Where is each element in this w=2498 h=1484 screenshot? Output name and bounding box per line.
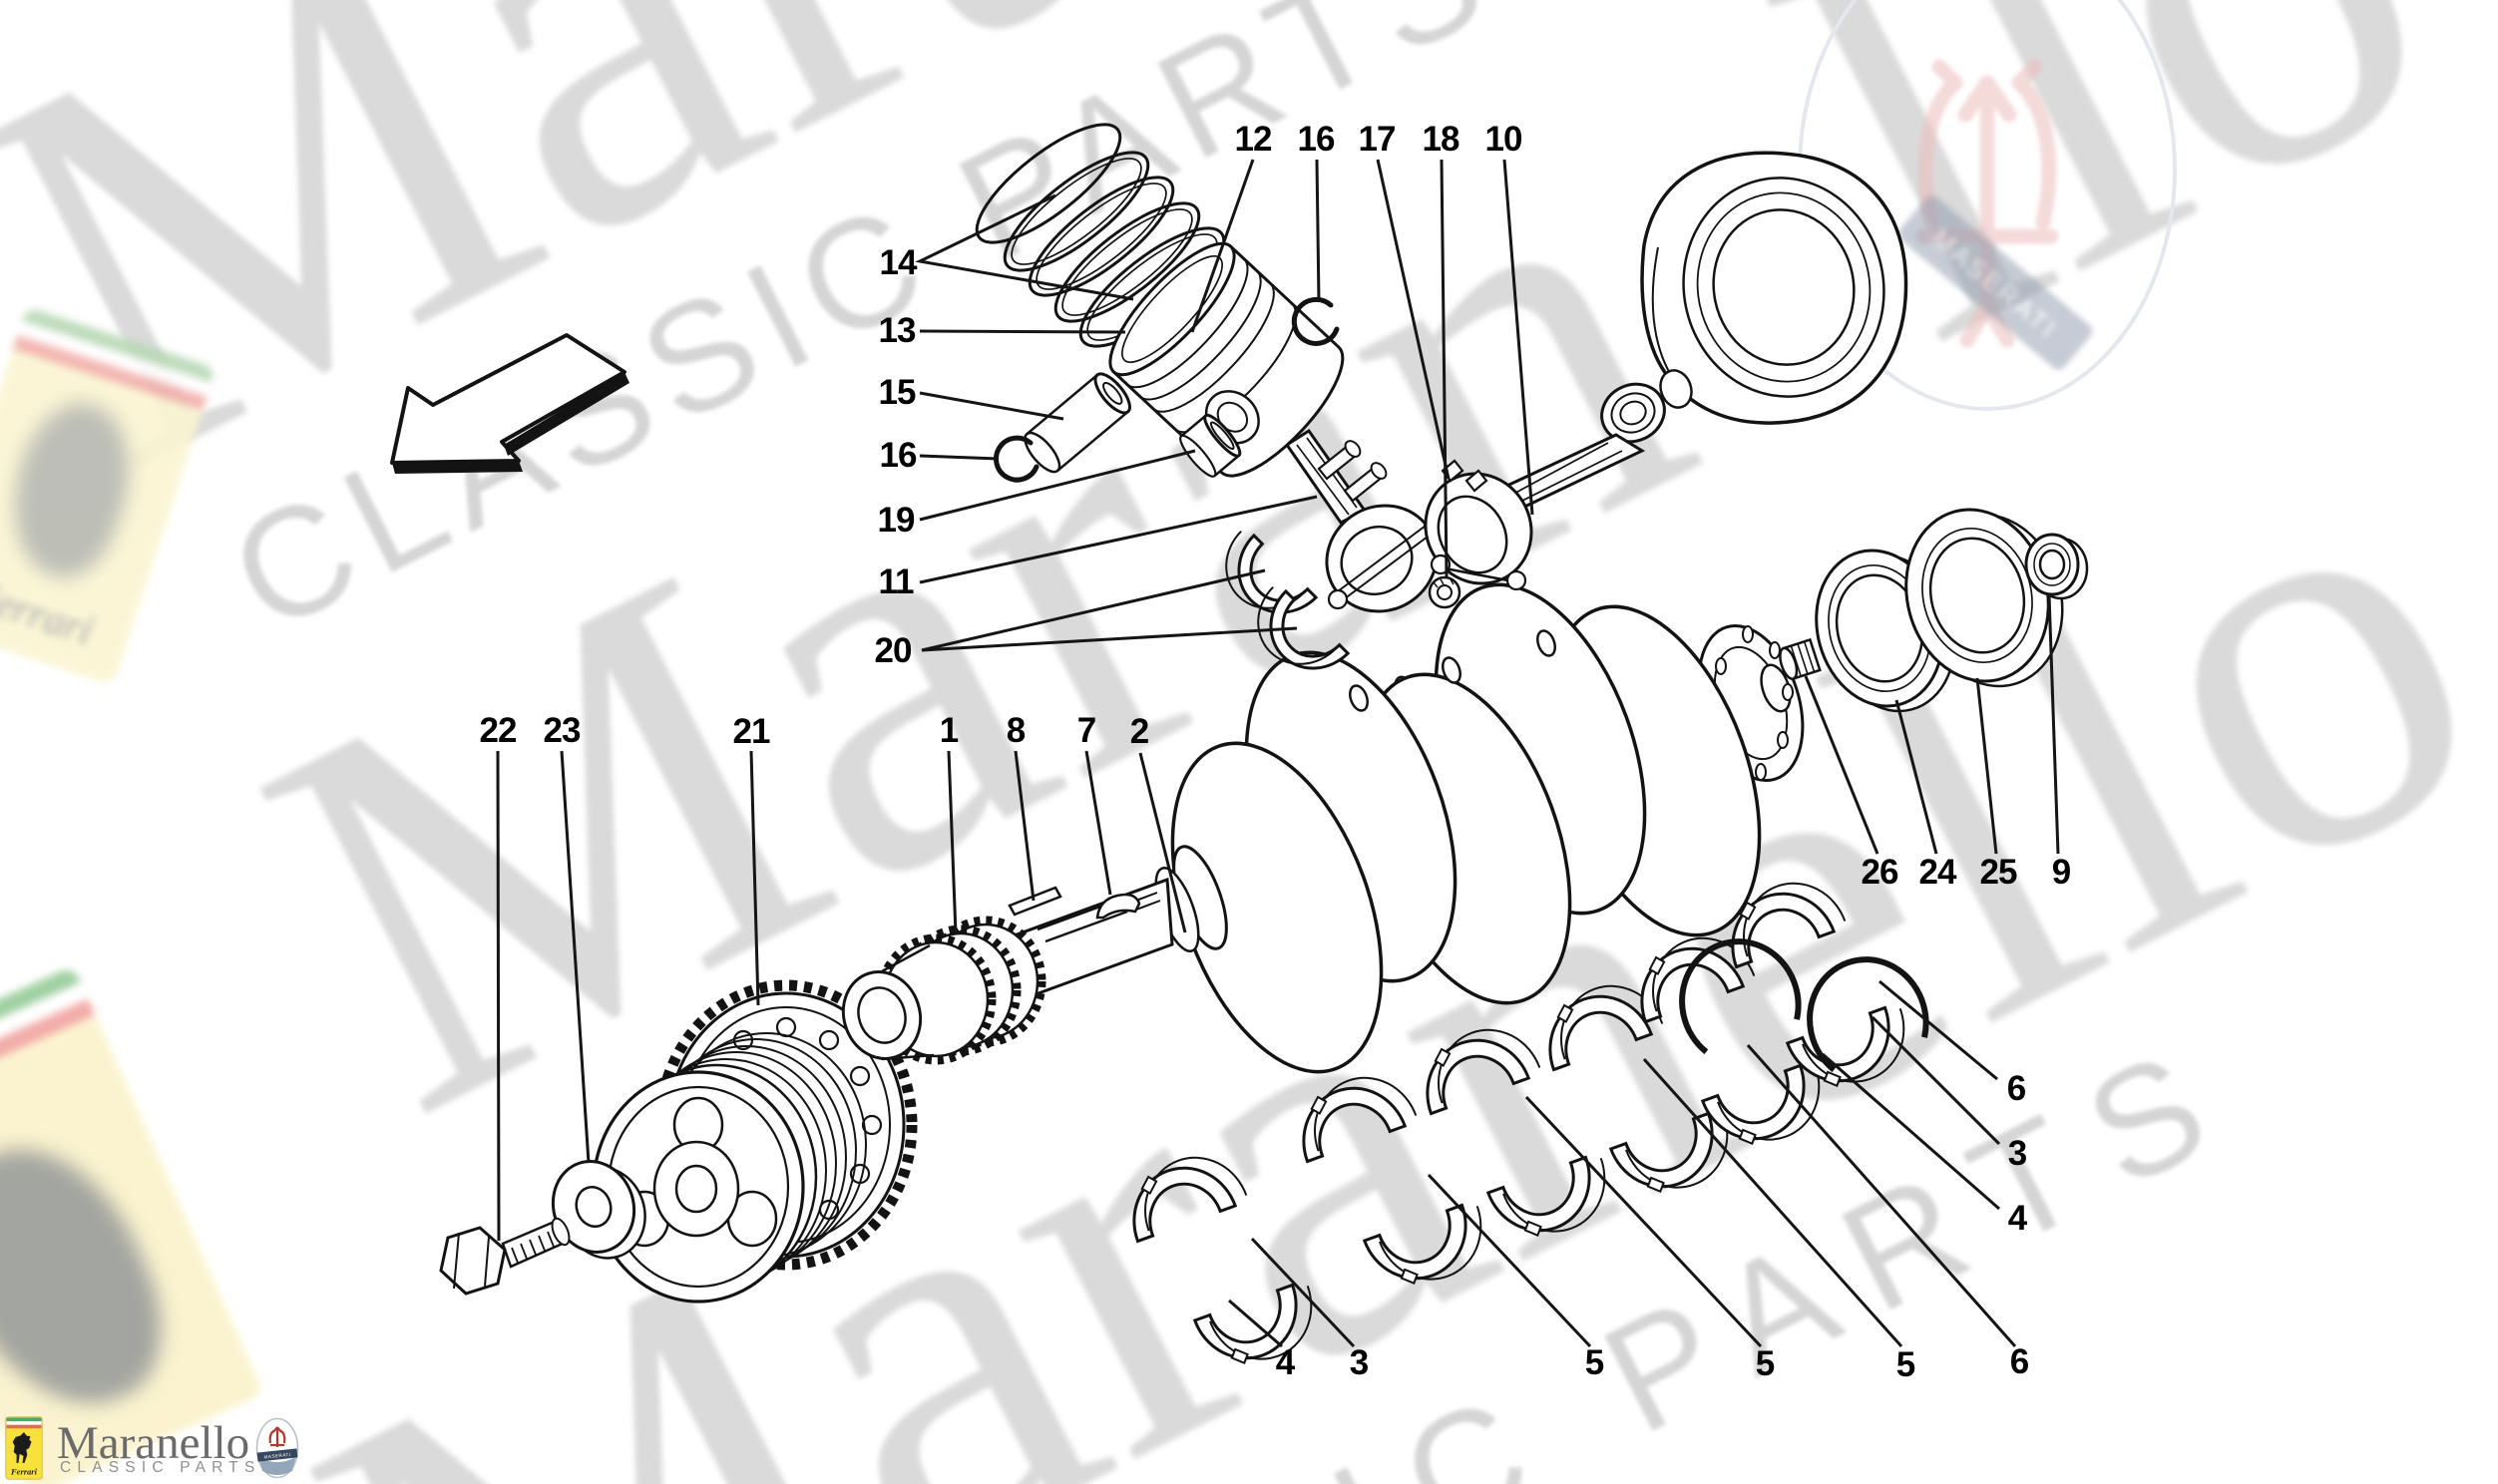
callout-14: 14 [879, 243, 918, 282]
callout-7: 7 [1076, 711, 1096, 750]
callout-3-bottom: 3 [1349, 1343, 1369, 1382]
bolt-hex-head [439, 1226, 507, 1296]
rear-seals [1779, 508, 2089, 713]
callout-11: 11 [878, 562, 915, 601]
callout-26: 26 [1861, 853, 1899, 892]
rod-bolt [1464, 469, 1488, 493]
callout-6-bottom: 6 [2009, 1342, 2029, 1381]
callout-9: 9 [2051, 853, 2071, 892]
callout-6-right: 6 [2006, 1069, 2026, 1108]
callout-24: 24 [1918, 853, 1957, 892]
callout-5c: 5 [1895, 1345, 1915, 1384]
callout-20: 20 [874, 631, 913, 670]
pulley-assembly [439, 979, 918, 1303]
callout-13: 13 [878, 311, 917, 350]
maserati-oval-label: MASERATI [263, 1452, 291, 1460]
callout-5b: 5 [1755, 1344, 1775, 1383]
callout-16-top: 16 [1297, 120, 1336, 159]
callout-21: 21 [732, 712, 771, 751]
pulley-bolt [439, 1217, 571, 1296]
woodruff-key [1095, 893, 1141, 920]
direction-arrow [390, 333, 629, 474]
callout-18: 18 [1422, 120, 1460, 159]
piston-left [1108, 241, 1345, 478]
circlip [1291, 296, 1340, 346]
callout-25: 25 [1979, 853, 2018, 892]
shaft-key [1008, 886, 1062, 917]
small-end-bushing [1179, 413, 1242, 478]
connecting-rod-right [1424, 382, 1666, 609]
piston-right [1640, 151, 1908, 425]
callout-2: 2 [1129, 712, 1149, 751]
ferrari-badge-logo: Ferrari [5, 1416, 43, 1480]
callout-22: 22 [479, 711, 518, 750]
prancing-horse-icon [12, 1432, 32, 1463]
seal-ring-outer [1904, 508, 2064, 688]
callout-5a: 5 [1584, 1343, 1604, 1382]
callout-16-left: 16 [879, 436, 918, 475]
callout-12: 12 [1234, 120, 1273, 159]
callout-23: 23 [543, 711, 582, 750]
ring-grooves [1125, 257, 1297, 434]
callout-19: 19 [877, 501, 916, 540]
maserati-watermark: MASERATI [1798, 0, 2177, 411]
maserati-banner [1898, 195, 2093, 370]
crank-counterweights [1170, 582, 1762, 1074]
trident-icon [268, 1426, 286, 1447]
callout-1: 1 [939, 711, 959, 750]
pilot-bearing [2024, 533, 2089, 600]
callout-15: 15 [878, 373, 917, 412]
callout-10: 10 [1484, 120, 1523, 159]
sprocket [841, 916, 1046, 1065]
wrist-pin [1024, 372, 1131, 474]
callout-4-right: 4 [2007, 1199, 2027, 1238]
circlip [994, 435, 1040, 483]
pulley-face [592, 1070, 805, 1303]
rod-nut [1428, 575, 1461, 609]
footer-subtitle: CLASSIC PARTS [60, 1459, 261, 1476]
seal-ring-inner [1815, 549, 1956, 713]
footer-brand: Maranello [57, 1417, 250, 1469]
washer [551, 1160, 646, 1260]
callout-4-bottom: 4 [1275, 1343, 1295, 1382]
callout-8: 8 [1006, 711, 1026, 750]
crankshaft [985, 582, 1805, 1074]
ferrari-badge-label: Ferrari [10, 1467, 38, 1477]
maserati-oval-logo: MASERATI [255, 1417, 299, 1479]
callout-17: 17 [1358, 120, 1397, 159]
callout-3-right: 3 [2007, 1134, 2027, 1173]
leader-lines [496, 159, 2060, 1348]
plug [1779, 637, 1822, 681]
